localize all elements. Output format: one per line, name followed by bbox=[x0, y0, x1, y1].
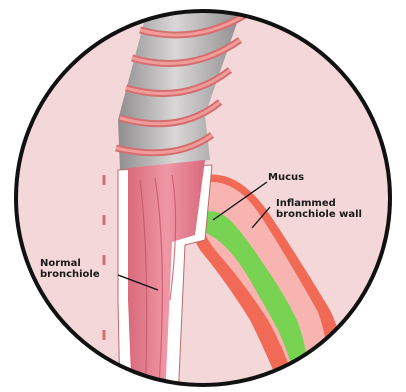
inflamed-wall-label-line2: bronchiole wall bbox=[276, 209, 362, 220]
mucus-label: Mucus bbox=[268, 172, 304, 183]
normal-bronchiole-label-line2: bronchiole bbox=[40, 269, 100, 280]
inflamed-wall-label-line1: Inflammed bbox=[276, 198, 336, 209]
normal-bronchiole-label-line1: Normal bbox=[40, 258, 81, 269]
